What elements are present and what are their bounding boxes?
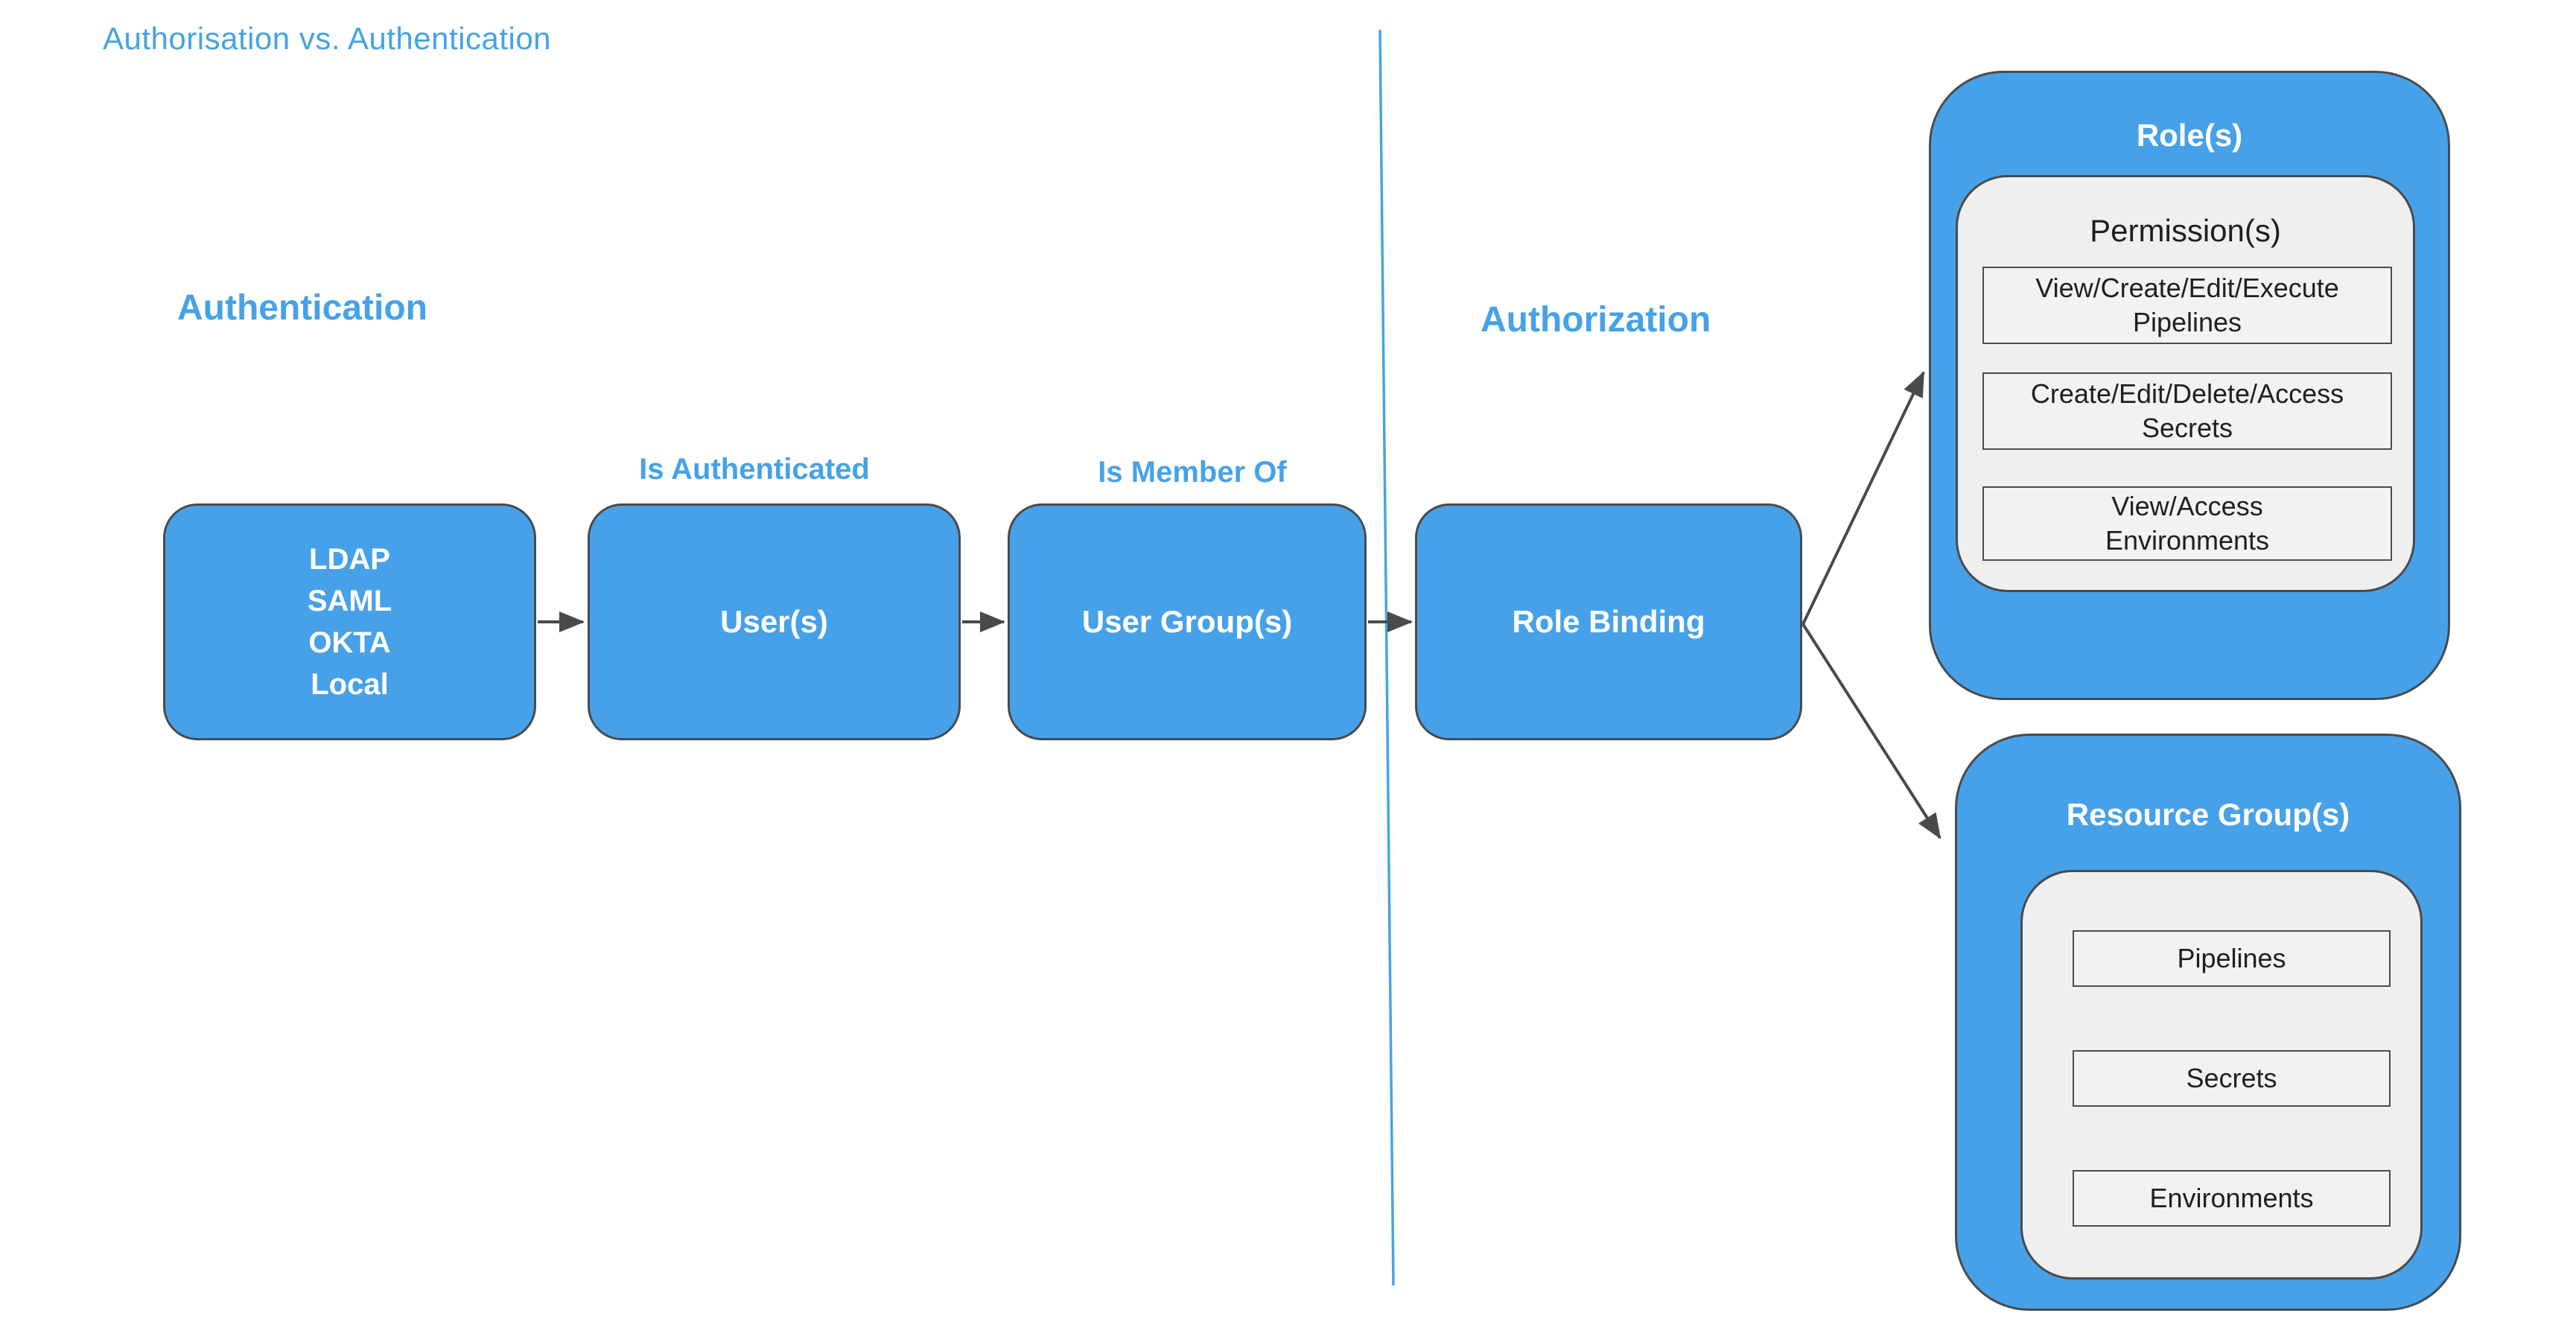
edge-label-is-authenticated: Is Authenticated — [639, 453, 870, 486]
provider-okta-label: OKTA — [308, 626, 391, 659]
permission-item-environments-line2: Environments — [2105, 525, 2270, 556]
permission-item-pipelines-line2: Pipelines — [2132, 307, 2242, 337]
arrow-role-binding-to-roles — [1801, 371, 1925, 625]
provider-local-label: Local — [311, 668, 389, 701]
roles-container: Role(s) Permission(s) View/Create/Edit/E… — [1929, 71, 2450, 700]
resource-item-secrets: Secrets — [2073, 1050, 2391, 1107]
permission-item-secrets-line2: Secrets — [2141, 413, 2233, 443]
arrow-role-binding-to-resource-groups — [1801, 623, 1941, 839]
permission-item-pipelines: View/Create/Edit/Execute Pipelines — [1982, 267, 2392, 344]
resource-item-secrets-label: Secrets — [2186, 1063, 2277, 1093]
permission-item-secrets: Create/Edit/Delete/Access Secrets — [1982, 372, 2392, 450]
role-binding-box: Role Binding — [1415, 503, 1802, 740]
page-title: Authorisation vs. Authentication — [103, 21, 552, 56]
resource-groups-title: Resource Group(s) — [2066, 797, 2350, 832]
users-box: User(s) — [588, 503, 961, 740]
authorization-heading: Authorization — [1481, 300, 1711, 340]
section-divider-line — [1378, 29, 1395, 1286]
resource-item-environments-label: Environments — [2149, 1183, 2314, 1213]
permission-item-pipelines-line1: View/Create/Edit/Execute — [2035, 273, 2339, 303]
permissions-panel: Permission(s) View/Create/Edit/Execute P… — [1956, 175, 2415, 592]
permission-item-secrets-line1: Create/Edit/Delete/Access — [2030, 378, 2344, 409]
provider-ldap-label: LDAP — [309, 543, 390, 576]
roles-container-title: Role(s) — [2136, 118, 2243, 153]
resource-item-pipelines: Pipelines — [2073, 930, 2391, 987]
edge-label-is-member-of: Is Member Of — [1098, 456, 1287, 489]
resource-groups-panel: Pipelines Secrets Environments — [2020, 870, 2423, 1280]
resource-groups-container: Resource Group(s) Pipelines Secrets Envi… — [1955, 734, 2461, 1311]
permission-item-environments: View/Access Environments — [1982, 486, 2392, 561]
identity-providers-box: LDAP SAML OKTA Local — [163, 503, 536, 740]
users-box-label: User(s) — [720, 604, 828, 639]
authentication-heading: Authentication — [177, 288, 427, 328]
permissions-panel-title: Permission(s) — [2090, 213, 2281, 248]
user-groups-box: User Group(s) — [1008, 503, 1367, 740]
resource-item-environments: Environments — [2073, 1170, 2391, 1227]
provider-saml-label: SAML — [307, 585, 392, 617]
permission-item-environments-line1: View/Access — [2111, 491, 2263, 521]
role-binding-box-label: Role Binding — [1512, 604, 1705, 639]
user-groups-box-label: User Group(s) — [1081, 604, 1293, 639]
resource-item-pipelines-label: Pipelines — [2177, 943, 2286, 973]
